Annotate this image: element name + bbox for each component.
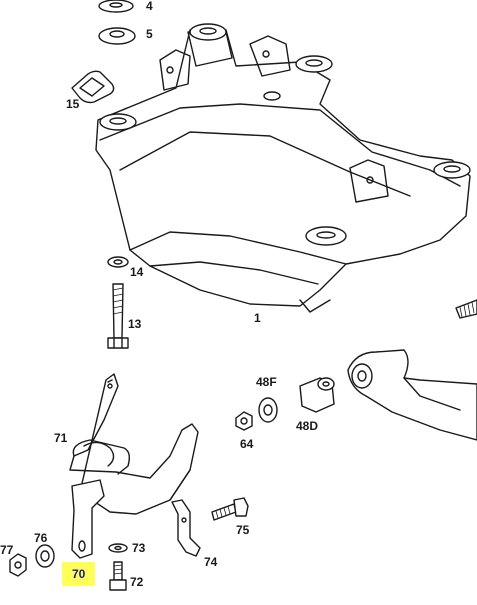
callout-label-71: 71 bbox=[54, 431, 68, 445]
bracket-part-71[interactable] bbox=[69, 373, 199, 515]
callout-label-75: 75 bbox=[236, 523, 250, 537]
bolt-part-72[interactable] bbox=[109, 561, 127, 591]
crossmember-part-1[interactable] bbox=[95, 23, 471, 313]
stud-upper-right[interactable] bbox=[455, 299, 477, 319]
callout-label-5: 5 bbox=[146, 27, 153, 41]
callout-label-74: 74 bbox=[204, 555, 218, 569]
washer-part-5[interactable] bbox=[98, 27, 136, 45]
washer-part-73[interactable] bbox=[108, 543, 128, 553]
bracket-part-74[interactable] bbox=[171, 499, 201, 557]
control-arm-right[interactable] bbox=[347, 349, 477, 441]
bushing-part-48d[interactable] bbox=[258, 397, 278, 423]
callout-label-48d: 48D bbox=[296, 419, 319, 433]
bolt-part-13[interactable] bbox=[107, 283, 129, 349]
callout-label-48f: 48F bbox=[256, 375, 277, 389]
callout-label-4: 4 bbox=[146, 0, 153, 13]
bushing-part-48f[interactable] bbox=[299, 377, 335, 413]
bolt-part-75[interactable] bbox=[211, 497, 249, 521]
callout-label-73: 73 bbox=[132, 541, 146, 555]
callout-label-76: 76 bbox=[34, 531, 48, 545]
callout-label-15: 15 bbox=[66, 97, 80, 111]
bracket-part-70[interactable] bbox=[71, 479, 105, 559]
nut-part-77[interactable] bbox=[9, 553, 27, 577]
callout-label-14: 14 bbox=[130, 265, 144, 279]
washer-part-4[interactable] bbox=[98, 0, 134, 13]
callout-label-72: 72 bbox=[130, 575, 144, 589]
callout-label-64: 64 bbox=[240, 437, 254, 451]
callout-label-70-highlighted[interactable]: 70 bbox=[62, 562, 96, 586]
callout-label-13: 13 bbox=[128, 317, 142, 331]
callout-label-77: 77 bbox=[0, 543, 14, 557]
callout-label-1: 1 bbox=[254, 311, 261, 325]
washer-part-76[interactable] bbox=[35, 544, 55, 568]
gasket-part-15[interactable] bbox=[71, 70, 115, 104]
nut-part-64[interactable] bbox=[235, 411, 253, 431]
washer-part-14[interactable] bbox=[107, 256, 129, 268]
